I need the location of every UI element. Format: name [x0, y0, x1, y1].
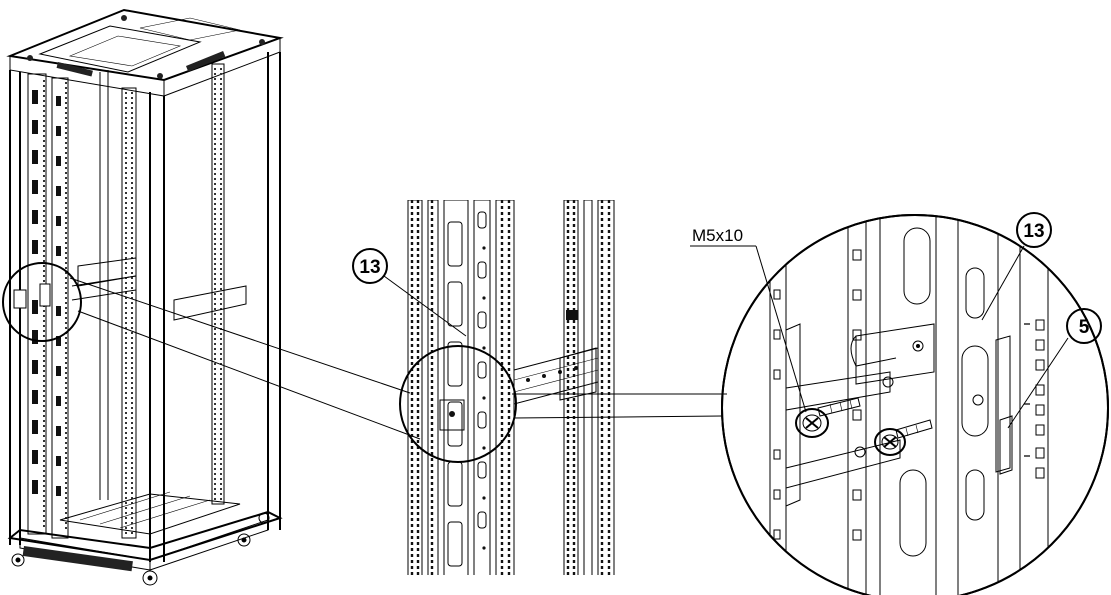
cabinet-zoom-circle	[2, 262, 82, 342]
rail-zoom-circle	[399, 345, 517, 463]
zoom-leader-top	[69, 277, 411, 394]
callout-5-detail: 5	[1007, 308, 1102, 429]
callout-13-detail-label: 13	[1023, 221, 1044, 242]
rail-closeup-illustration	[407, 200, 615, 575]
callout-13-detail: 13	[981, 212, 1052, 321]
m5x10-screw-upper	[795, 397, 861, 438]
screw-size-text: M5x10	[692, 226, 743, 245]
screw-detail-illustration	[721, 214, 1109, 595]
callout-5-detail-label: 5	[1079, 317, 1090, 338]
m5x10-screw-lower	[874, 419, 933, 456]
screw-size-label: M5x10	[690, 226, 807, 413]
castor-wheels	[11, 512, 270, 586]
callout-13-middle: 13	[352, 248, 467, 337]
callout-13-middle-label: 13	[359, 257, 380, 278]
zoom-leader-bottom	[77, 310, 421, 440]
detail-leader-bottom	[513, 415, 723, 419]
server-cabinet-illustration	[2, 8, 284, 586]
